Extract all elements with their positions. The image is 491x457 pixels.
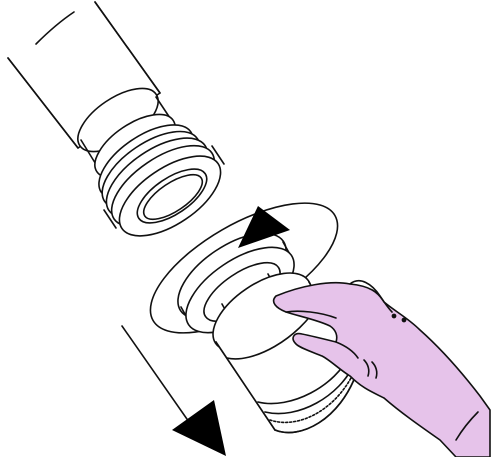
- pull-down-arrow-icon: [122, 326, 196, 432]
